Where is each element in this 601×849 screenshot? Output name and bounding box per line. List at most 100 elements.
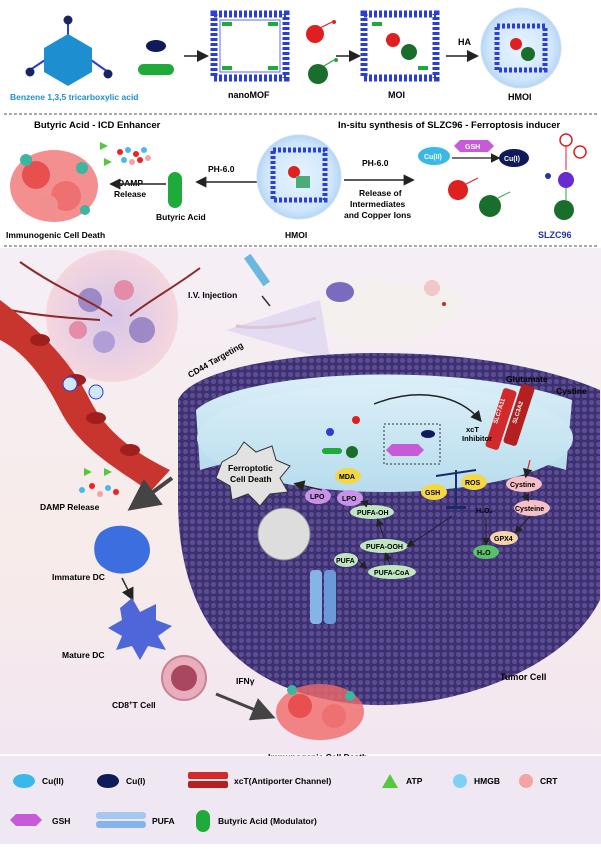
legend-cu1-label: Cu(I) (126, 776, 146, 786)
arrow-dc-maturation (121, 577, 134, 601)
h2o-label: H₂O (477, 550, 491, 557)
ros-node (461, 474, 487, 490)
linker-label: Benzene 1,3,5 tricarboxylic acid (10, 92, 139, 102)
pufa-coa-label: PUFA-CoA (374, 570, 409, 577)
lpo-node-2 (337, 490, 363, 506)
header-left: Butyric Acid - ICD Enhancer (34, 120, 161, 131)
legend-crt-icon (519, 774, 533, 788)
legend-butyric-label: Butyric Acid (Modulator) (218, 816, 317, 826)
legend-cu2-icon (13, 774, 35, 788)
mature-dc-icon (108, 598, 172, 660)
metabolic-arrows (357, 459, 533, 570)
lpo-node-1 (305, 488, 331, 504)
red-blood-cells (30, 334, 140, 456)
slzc96-molecule (545, 133, 587, 220)
release-line-2: Intermediates (350, 199, 406, 209)
hmoi-label-center: HMOI (285, 230, 307, 240)
blood-vessel (0, 300, 170, 492)
cystine-out-label: Cystine (556, 386, 587, 396)
legend-atp-icon (382, 774, 398, 788)
legend-gsh-icon (10, 814, 42, 826)
gsh-icon-top (454, 140, 494, 152)
lpo-label-1: LPO (310, 494, 325, 501)
cysteine-node (514, 500, 550, 516)
mda-label: MDA (339, 474, 355, 481)
legend: Cu(II) Cu(I) xcT(Antiporter Channel) ATP… (10, 772, 558, 832)
damp-particles-top (100, 142, 151, 166)
cystine-in-node (506, 476, 542, 492)
cysteine-label: Cysteine (515, 506, 544, 513)
intracellular-molecules (322, 416, 360, 458)
legend-xct-icon (188, 772, 228, 788)
header-right: In-situ synthesis of SLZC96 - Ferroptosi… (338, 120, 561, 131)
hmoi-particle-top (480, 7, 562, 89)
pufa-oh-node (350, 505, 394, 519)
butyric-acid-label: Butyric Acid (156, 212, 206, 222)
moi-label: MOI (388, 90, 405, 100)
h2o2-label: H₂O₂ (476, 508, 493, 515)
ph-left: PH-6.0 (208, 164, 235, 174)
ferroptotic-burst (215, 441, 291, 507)
gpx4-node (490, 531, 518, 545)
legend-crt-label: CRT (540, 776, 558, 786)
release-panel: Butyric Acid - ICD Enhancer In-situ synt… (6, 120, 587, 240)
immature-dc-label: Immature DC (52, 572, 105, 582)
legend-cu1-icon (97, 774, 119, 788)
arrow-death-to-damp (127, 476, 174, 511)
ferroptosis-nodes (305, 468, 550, 579)
legend-xct-label: xcT(Antiporter Channel) (234, 776, 331, 786)
xct-inhibitor-2: Inhibitor (462, 434, 492, 443)
slzc96-label: SLZC96 (538, 230, 572, 240)
tumor-cell-label: Tumor Cell (500, 672, 546, 682)
gsh-in-box-icon (386, 444, 424, 456)
moi-cage (360, 10, 440, 82)
pufa-ooh-node (360, 539, 408, 553)
gsh-cu-box (383, 423, 441, 465)
syringe-icon (243, 253, 271, 307)
gpx4-label: GPX4 (494, 536, 513, 543)
pufa-node (334, 553, 358, 567)
ph-right: PH-6.0 (362, 158, 389, 168)
cu1-ion-icon (146, 40, 166, 52)
damp-particles-lower (79, 468, 119, 497)
pufa-oh-label: PUFA-OH (357, 510, 389, 517)
dead-cell-icon (257, 507, 311, 561)
immature-dc-icon (94, 525, 150, 574)
pathway-panel: I.V. Injection CD44 Targeting Tumor Cell (0, 250, 600, 762)
arrow-to-inhibitor (373, 394, 482, 423)
cystine-in-label: Cystine (510, 482, 535, 489)
gsh-label-top: GSH (465, 144, 480, 151)
ifn-label: IFNγ (236, 676, 255, 686)
tumor-tissue (9, 250, 201, 382)
legend-hmgb-icon (453, 774, 467, 788)
tumor-cell (178, 352, 600, 706)
legend-hmgb-label: HMGB (474, 776, 500, 786)
arrow-tcell-to-icd (215, 692, 276, 721)
lpo-label-2: LPO (342, 496, 357, 503)
butyric-acid-capsule (168, 172, 182, 208)
legend-atp-label: ATP (406, 776, 423, 786)
glutamate-label: Glutamate (506, 374, 548, 384)
drug-molecules-red-green (306, 20, 338, 84)
h2o-node (473, 545, 499, 559)
hmoi-label-top: HMOI (508, 92, 532, 102)
legend-pufa-icon (96, 812, 146, 828)
butyric-acid-pill-icon (138, 64, 174, 75)
pufa-ooh-label: PUFA-OOH (366, 544, 403, 551)
ros-label: ROS (465, 480, 481, 487)
mouse-illustration (235, 280, 462, 342)
gsh-node-label: GSH (425, 490, 440, 497)
damp-label-top-1: DAMP (118, 178, 143, 188)
legend-cu2-label: Cu(II) (42, 776, 64, 786)
synthesis-panel: Benzene 1,3,5 tricarboxylic acid nanoMOF (10, 7, 562, 102)
damp-label-top-2: Release (114, 189, 146, 199)
ha-label: HA (458, 37, 471, 47)
legend-butyric-icon (196, 810, 210, 832)
hmoi-in-vessel (62, 376, 104, 400)
cu2-label: Cu(II) (424, 154, 442, 161)
mature-dc-label: Mature DC (62, 650, 105, 660)
icd-tumor-cluster-top (10, 150, 98, 222)
nanomof-label: nanoMOF (228, 90, 270, 100)
ferroptotic-label-1: Ferroptotic (228, 463, 273, 473)
